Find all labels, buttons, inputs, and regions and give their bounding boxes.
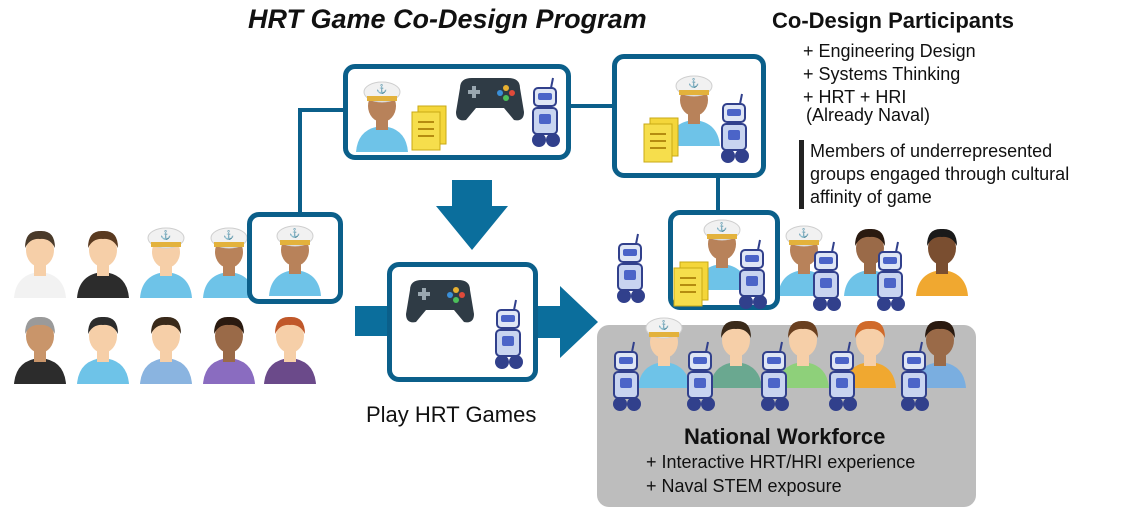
workforce-heading: National Workforce xyxy=(684,424,886,449)
robot-icon xyxy=(531,77,561,148)
robot-icon xyxy=(494,299,524,370)
workforce-item: + Naval STEM exposure xyxy=(646,476,842,496)
gamepad-icon xyxy=(406,280,474,323)
participants-list: + Engineering Design + Systems Thinking … xyxy=(803,40,976,109)
document-icon xyxy=(411,105,447,151)
workforce-list: + Interactive HRT/HRI experience + Naval… xyxy=(646,450,915,498)
robot-icon xyxy=(720,93,750,164)
page-title: HRT Game Co-Design Program xyxy=(248,4,647,34)
sailor-icon xyxy=(268,225,322,297)
workforce-item: + Interactive HRT/HRI experience xyxy=(646,452,916,472)
participants-item: + Systems Thinking xyxy=(803,64,961,84)
participants-item: + Engineering Design xyxy=(803,41,976,61)
underrepresented-quote: Members of underrepresented groups engag… xyxy=(799,140,1110,209)
down-arrow-icon xyxy=(436,180,508,250)
document-icon xyxy=(673,261,709,307)
robot-icon xyxy=(738,239,768,310)
gamepad-icon xyxy=(456,78,524,121)
participants-heading: Co-Design Participants xyxy=(772,8,1015,33)
sailor-icon xyxy=(355,81,409,153)
participants-item: + HRT + HRI xyxy=(803,87,907,107)
right-arrow-icon xyxy=(532,286,598,358)
participants-note: (Already Naval) xyxy=(806,105,931,125)
document-icon xyxy=(643,117,679,163)
play-games-label: Play HRT Games xyxy=(366,402,537,427)
arrow-stub xyxy=(355,306,391,336)
